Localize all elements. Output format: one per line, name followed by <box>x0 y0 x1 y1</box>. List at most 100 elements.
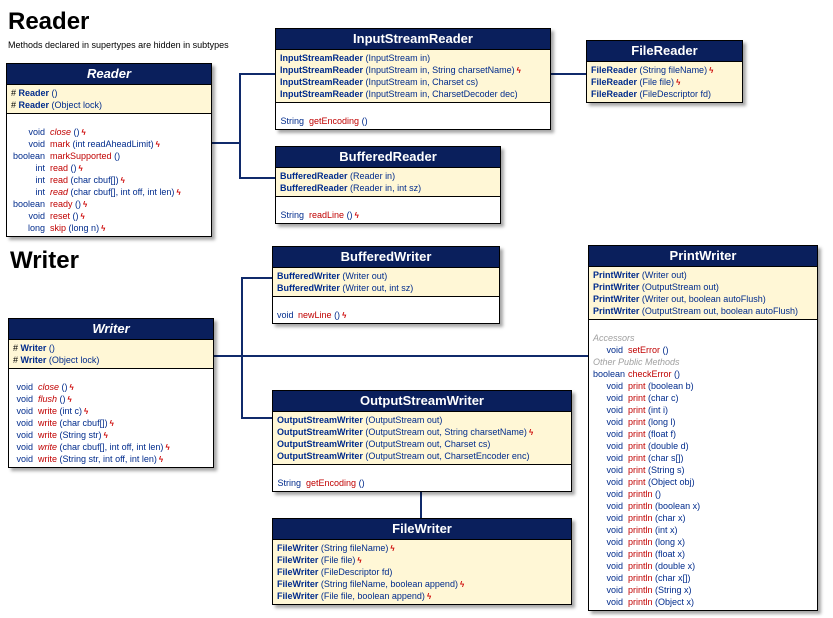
constructor-row[interactable]: # Reader () <box>11 87 207 99</box>
method-name: println <box>628 573 653 583</box>
constructor-row[interactable]: OutputStreamWriter (OutputStream out, Ch… <box>277 438 567 450</box>
constructor-row[interactable]: OutputStreamWriter (OutputStream out, St… <box>277 426 567 438</box>
method-row[interactable]: void reset ()ϟ <box>11 210 207 222</box>
constructor-row[interactable]: # Writer () <box>13 342 209 354</box>
method-row[interactable]: void print (double d) <box>593 440 813 452</box>
constructor-row[interactable]: OutputStreamWriter (OutputStream out) <box>277 414 567 426</box>
method-row[interactable]: int read (char cbuf[])ϟ <box>11 174 207 186</box>
method-row[interactable]: boolean ready ()ϟ <box>11 198 207 210</box>
method-row[interactable]: void println () <box>593 488 813 500</box>
method-row[interactable]: void println (char x[]) <box>593 572 813 584</box>
constructor-list: BufferedReader (Reader in)BufferedReader… <box>276 167 500 197</box>
constructor-row[interactable]: OutputStreamWriter (OutputStream out, Ch… <box>277 450 567 462</box>
constructor-list: OutputStreamWriter (OutputStream out)Out… <box>273 411 571 465</box>
constructor-row[interactable]: FileWriter (File file)ϟ <box>277 554 567 566</box>
constructor-row[interactable]: FileWriter (File file, boolean append)ϟ <box>277 590 567 602</box>
method-row[interactable]: void print (char c) <box>593 392 813 404</box>
constructor-row[interactable]: FileReader (FileDescriptor fd) <box>591 88 738 100</box>
method-row[interactable]: void newLine ()ϟ <box>277 309 495 321</box>
constructor-args: (OutputStream out) <box>365 415 443 425</box>
method-row[interactable]: void close ()ϟ <box>13 381 209 393</box>
method-row[interactable]: boolean markSupported () <box>11 150 207 162</box>
method-row[interactable]: void mark (int readAheadLimit)ϟ <box>11 138 207 150</box>
constructor-row[interactable]: FileWriter (String fileName)ϟ <box>277 542 567 554</box>
method-row[interactable]: String readLine ()ϟ <box>280 209 496 221</box>
class-box-writer[interactable]: Writer# Writer ()# Writer (Object lock)v… <box>8 318 214 468</box>
method-row[interactable]: void close ()ϟ <box>11 126 207 138</box>
connector-line <box>212 355 588 357</box>
method-return-type: void <box>606 597 623 607</box>
constructor-row[interactable]: BufferedReader (Reader in) <box>280 170 496 182</box>
constructor-name: FileReader <box>591 89 638 99</box>
method-row[interactable]: void print (float f) <box>593 428 813 440</box>
constructor-row[interactable]: FileReader (String fileName)ϟ <box>591 64 738 76</box>
constructor-row[interactable]: BufferedWriter (Writer out, int sz) <box>277 282 495 294</box>
method-row[interactable]: void println (double x) <box>593 560 813 572</box>
method-row[interactable]: long skip (long n)ϟ <box>11 222 207 234</box>
method-row[interactable]: void write (String str)ϟ <box>13 429 209 441</box>
method-row[interactable]: int read (char cbuf[], int off, int len)… <box>11 186 207 198</box>
method-row[interactable]: void println (int x) <box>593 524 813 536</box>
method-name: print <box>628 405 646 415</box>
class-box-reader[interactable]: Reader# Reader ()# Reader (Object lock) v… <box>6 63 212 237</box>
method-row[interactable]: void print (char s[]) <box>593 452 813 464</box>
constructor-row[interactable]: FileWriter (FileDescriptor fd) <box>277 566 567 578</box>
constructor-row[interactable]: BufferedWriter (Writer out) <box>277 270 495 282</box>
class-title: FileWriter <box>273 519 571 539</box>
constructor-args: (File file, boolean append) <box>320 591 425 601</box>
method-name: print <box>628 393 646 403</box>
constructor-row[interactable]: PrintWriter (Writer out) <box>593 269 813 281</box>
constructor-row[interactable]: InputStreamReader (InputStream in) <box>280 52 546 64</box>
method-row[interactable]: void flush ()ϟ <box>13 393 209 405</box>
method-args: () <box>75 199 82 209</box>
method-args: (char x) <box>655 513 686 523</box>
method-row[interactable]: void write (int c)ϟ <box>13 405 209 417</box>
method-row[interactable]: int read ()ϟ <box>11 162 207 174</box>
connector-line <box>239 73 275 75</box>
method-row[interactable]: void print (int i) <box>593 404 813 416</box>
method-row[interactable]: void print (boolean b) <box>593 380 813 392</box>
method-row[interactable]: boolean checkError () <box>593 368 813 380</box>
constructor-row[interactable]: PrintWriter (OutputStream out) <box>593 281 813 293</box>
constructor-name: Reader <box>18 100 50 110</box>
method-name: println <box>628 561 653 571</box>
method-row[interactable]: void println (boolean x) <box>593 500 813 512</box>
exception-icon: ϟ <box>69 383 74 392</box>
method-row[interactable]: void print (String s) <box>593 464 813 476</box>
method-row[interactable]: void print (long l) <box>593 416 813 428</box>
method-row[interactable]: String getEncoding () <box>277 477 567 489</box>
constructor-row[interactable]: InputStreamReader (InputStream in, Strin… <box>280 64 546 76</box>
method-return-type: void <box>606 477 623 487</box>
method-row[interactable]: void write (char cbuf[], int off, int le… <box>13 441 209 453</box>
constructor-row[interactable]: # Writer (Object lock) <box>13 354 209 366</box>
constructor-row[interactable]: FileWriter (String fileName, boolean app… <box>277 578 567 590</box>
method-row[interactable]: void write (char cbuf[])ϟ <box>13 417 209 429</box>
method-row[interactable]: void print (Object obj) <box>593 476 813 488</box>
connector-line <box>550 73 586 75</box>
constructor-row[interactable]: FileReader (File file)ϟ <box>591 76 738 88</box>
method-list: void newLine ()ϟ <box>273 297 499 323</box>
constructor-row[interactable]: PrintWriter (Writer out, boolean autoFlu… <box>593 293 813 305</box>
constructor-args: (OutputStream out, CharsetEncoder enc) <box>365 451 530 461</box>
method-row[interactable]: String getEncoding () <box>280 115 546 127</box>
constructor-row[interactable]: InputStreamReader (InputStream in, Chars… <box>280 88 546 100</box>
method-row[interactable]: void println (char x) <box>593 512 813 524</box>
constructor-row[interactable]: InputStreamReader (InputStream in, Chars… <box>280 76 546 88</box>
constructor-row[interactable]: PrintWriter (OutputStream out, boolean a… <box>593 305 813 317</box>
method-row[interactable]: void println (String x) <box>593 584 813 596</box>
constructor-row[interactable]: # Reader (Object lock) <box>11 99 207 111</box>
method-row[interactable]: void write (String str, int off, int len… <box>13 453 209 465</box>
method-row[interactable]: void setError () <box>593 344 813 356</box>
method-row[interactable]: void println (Object x) <box>593 596 813 608</box>
method-return-type: void <box>16 406 33 416</box>
method-row[interactable]: void println (float x) <box>593 548 813 560</box>
method-row[interactable]: void println (long x) <box>593 536 813 548</box>
constructor-row[interactable]: BufferedReader (Reader in, int sz) <box>280 182 496 194</box>
